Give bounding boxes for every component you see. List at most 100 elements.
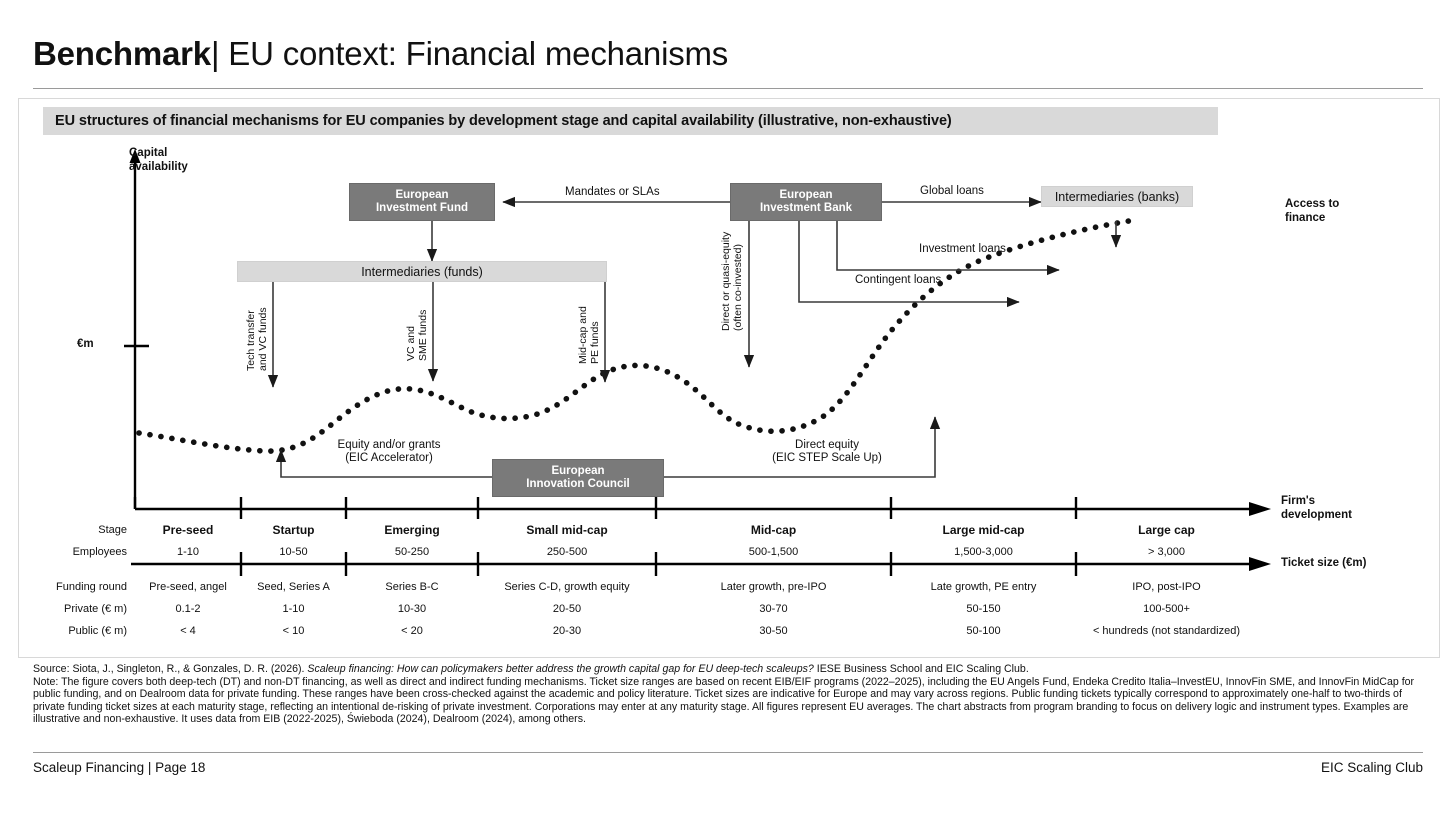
table-row: < 20 [401, 625, 423, 637]
table-row: 500-1,500 [748, 546, 799, 558]
table-row: 50-150 [966, 603, 1001, 615]
table-row: 20-50 [552, 603, 582, 615]
row-label-funding-round: Funding round [56, 581, 127, 593]
label-equity-and-or-grants: Equity and/or grants (EIC Accelerator) [309, 439, 469, 465]
table-row: Series B-C [385, 581, 439, 593]
tech-transfer-line1: Tech transfer [245, 310, 257, 371]
table-row: Mid-cap [750, 523, 797, 537]
x-axis-development-title: Firm's development [1281, 495, 1352, 522]
source-suffix: IESE Business School and EIC Scaling Clu… [813, 663, 1029, 675]
table-row: 0.1-2 [175, 603, 201, 615]
table-row: < 10 [282, 625, 305, 637]
label-mandates-or-slas: Mandates or SLAs [565, 186, 660, 198]
figure-notes: Source: Siota, J., Singleton, R., & Gonz… [33, 663, 1429, 726]
table-row: Pre-seed, angel [149, 581, 227, 593]
access-to-finance-label: Access to finance [1285, 198, 1339, 225]
label-contingent-loans: Contingent loans [855, 274, 942, 286]
y-axis [124, 149, 149, 509]
direct-quasi-line1: Direct or quasi-equity [720, 231, 732, 331]
table-row: Small mid-cap [526, 523, 608, 537]
table-row: 30-50 [759, 625, 788, 637]
intermediaries-funds-label: Intermediaries (funds) [361, 264, 483, 279]
figure-plot-area: Capital availability €m Firm's developme… [19, 99, 1439, 657]
table-row: 20-30 [552, 625, 582, 637]
direct-equity-line2: (EIC STEP Scale Up) [772, 452, 882, 464]
eif-line1: European [395, 188, 449, 201]
table-row: 30-70 [759, 603, 788, 615]
table-row: 250-500 [546, 546, 588, 558]
equity-grants-line1: Equity and/or grants [337, 439, 441, 451]
y-axis-title-line2: availability [129, 160, 188, 173]
table-row: Later growth, pre-IPO [720, 581, 827, 593]
table-row: 10-30 [397, 603, 427, 615]
table-row: 50-250 [394, 546, 430, 558]
table-row: Pre-seed [162, 523, 214, 537]
x-axis-ticket-title: Ticket size (€m) [1281, 557, 1367, 569]
table-row: Late growth, PE entry [930, 581, 1037, 593]
table-row: < 4 [180, 625, 196, 637]
row-label-stage: Stage [98, 524, 127, 536]
source-line: Source: Siota, J., Singleton, R., & Gonz… [33, 663, 1429, 676]
y-axis-title-line1: Capital [129, 147, 168, 159]
access-to-finance-label-line1: Access to [1285, 198, 1340, 210]
table-row: 1-10 [282, 603, 305, 615]
node-intermediaries-banks[interactable]: Intermediaries (banks) [1041, 186, 1193, 207]
eic-line1: European [551, 464, 605, 477]
table-row: IPO, post-IPO [1132, 581, 1201, 593]
vc-sme-line2: SME funds [417, 309, 429, 361]
table-row: Seed, Series A [257, 581, 330, 593]
label-midcap-and-pe-funds: Mid-cap and PE funds [577, 306, 601, 364]
intermediaries-banks-label: Intermediaries (banks) [1054, 189, 1180, 204]
source-prefix: Source: Siota, J., Singleton, R., & Gonz… [33, 663, 308, 675]
table-row: Large cap [1138, 523, 1195, 537]
access-to-finance-curve [136, 218, 1132, 454]
arrow-investment-loans [836, 219, 1060, 276]
table-row: 50-100 [966, 625, 1001, 637]
source-title-italic: Scaleup financing: How can policymakers … [307, 663, 814, 675]
midcap-pe-line1: Mid-cap and [577, 306, 589, 364]
tech-transfer-line2: and VC funds [257, 307, 269, 371]
x-axis-development [133, 497, 1257, 519]
arrow-direct-equity [664, 416, 941, 478]
table-row: 1,500-3,000 [954, 546, 1013, 558]
access-to-finance-label-line2: finance [1285, 211, 1326, 224]
node-european-investment-fund[interactable]: European Investment Fund [349, 183, 495, 221]
page-title-rest: EU context: Financial mechanisms [228, 35, 729, 72]
label-global-loans: Global loans [920, 185, 984, 197]
figure-card: EU structures of financial mechanisms fo… [18, 98, 1440, 658]
footer-right: EIC Scaling Club [1320, 760, 1423, 775]
label-direct-equity: Direct equity (EIC STEP Scale Up) [737, 439, 917, 465]
row-label-private: Private (€ m) [64, 603, 127, 615]
table-row: 10-50 [279, 546, 308, 558]
arrow-contingent-loans [798, 219, 1020, 308]
page-title-bold: Benchmark [33, 35, 211, 72]
table-row: 1-10 [176, 546, 200, 558]
x-axis-ticket-arrowhead [1249, 557, 1271, 571]
x-axis-development-arrowhead [1249, 502, 1271, 516]
eif-line2: Investment Fund [375, 202, 468, 214]
node-european-innovation-council[interactable]: European Innovation Council [492, 459, 664, 497]
header-divider [33, 88, 1423, 89]
footer-divider [33, 752, 1423, 753]
page-header: Benchmark| EU context: Financial mechani… [33, 34, 1423, 74]
note-line: Note: The figure covers both deep-tech (… [33, 675, 1415, 726]
midcap-pe-line2: PE funds [589, 321, 601, 364]
page-title: Benchmark| EU context: Financial mechani… [33, 34, 1423, 74]
direct-quasi-line2: (often co-invested) [732, 244, 744, 331]
table-row: Startup [272, 523, 315, 537]
label-tech-transfer-and-vc-funds: Tech transfer and VC funds [245, 307, 269, 371]
y-axis-tick-label: €m [77, 338, 94, 350]
eib-line2: Investment Bank [759, 202, 853, 214]
node-intermediaries-funds[interactable]: Intermediaries (funds) [237, 261, 607, 282]
table-row: > 3,000 [1147, 546, 1185, 558]
equity-grants-line2: (EIC Accelerator) [345, 452, 433, 464]
table-row: Large mid-cap [942, 523, 1025, 537]
x-axis-development-title-line1: Firm's [1281, 495, 1316, 507]
x-axis-ticket [131, 552, 1257, 576]
eic-line2: Innovation Council [526, 478, 630, 490]
table-row: < hundreds (not standardized) [1092, 625, 1241, 637]
direct-equity-line1: Direct equity [795, 439, 859, 451]
row-label-employees: Employees [72, 546, 127, 558]
node-european-investment-bank[interactable]: European Investment Bank [730, 183, 882, 221]
